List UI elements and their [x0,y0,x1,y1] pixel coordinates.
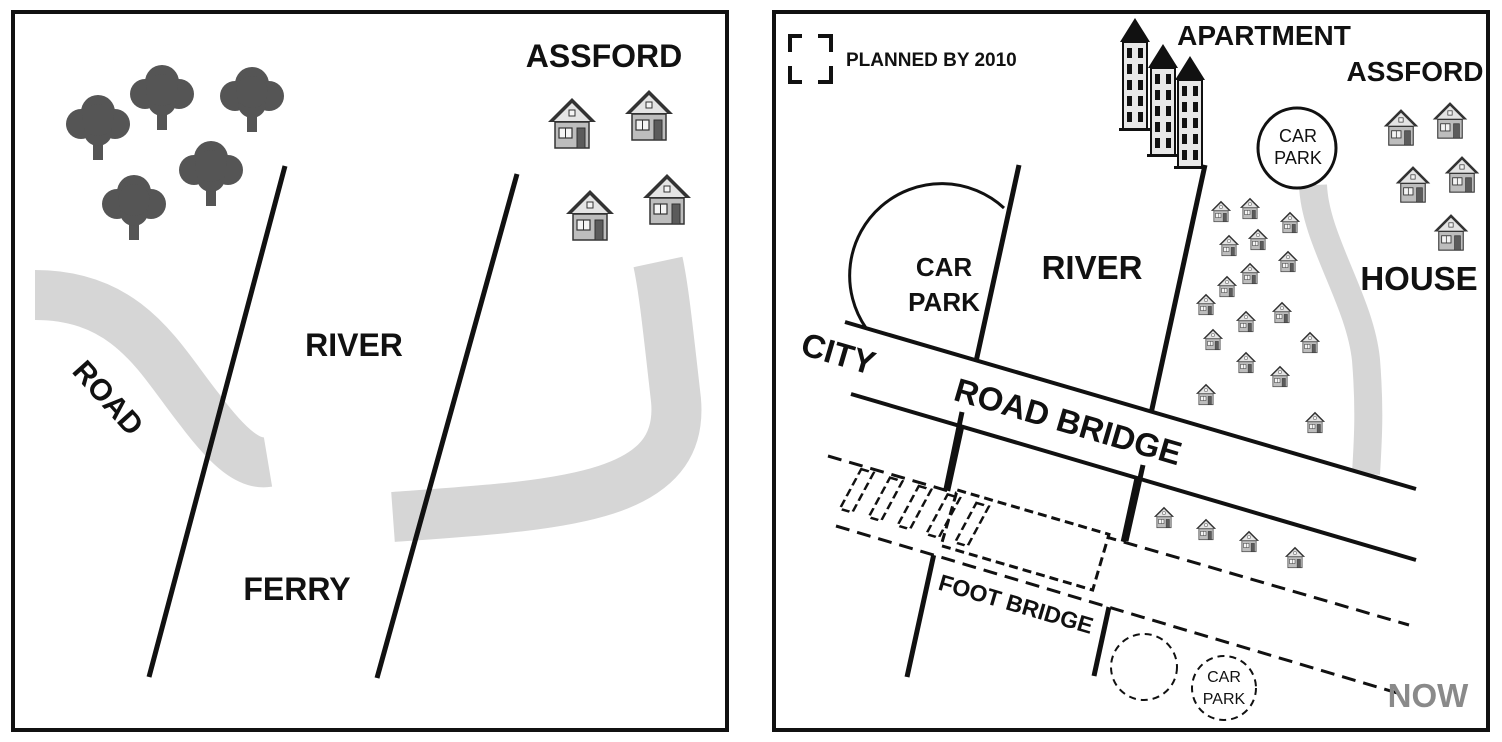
road-bridge-edge-south [850,392,1417,562]
left-map: ASSFORD RIVER ROAD FERRY [11,10,729,732]
svg-text:PARK: PARK [1274,148,1322,168]
car-park-south [1191,655,1257,721]
left-town-label: ASSFORD [526,38,682,74]
left-map-border [11,10,729,732]
svg-text:PARK: PARK [1203,691,1246,708]
car-park-north [1256,106,1338,190]
road-bridge-edge-north [844,320,1417,491]
planned-legend-icon [788,34,833,84]
svg-text:CAR: CAR [916,252,973,282]
left-ferry-label: FERRY [243,571,350,607]
river-bank-west [146,165,288,678]
car-park-north-label: CAR PARK [1274,126,1322,168]
house-label: HOUSE [1360,260,1477,297]
river-bank-west-mid [943,411,965,490]
svg-text:CAR: CAR [1207,669,1241,686]
foot-bridge-edge-north [827,454,1410,627]
right-town-label: ASSFORD [1347,56,1484,87]
foot-bridge-edge-south [835,524,1405,697]
planned-car-park-circle [1110,633,1178,701]
road-bridge-deck [845,322,1416,560]
left-river-label: RIVER [305,327,403,363]
right-map: PLANNED BY 2010 [772,10,1490,732]
svg-text:CAR: CAR [1279,126,1317,146]
road-left-east [391,256,702,542]
car-park-south-label: CAR PARK [1203,669,1246,708]
right-river-label: RIVER [1042,249,1143,286]
car-park-semicircle [848,182,1006,329]
car-park-west-label: CAR PARK [908,252,980,317]
road-right-east [1299,183,1383,475]
river-bank-east-mid [1123,464,1146,542]
svg-text:PARK: PARK [908,287,980,317]
foot-bridge-span [838,467,1111,592]
apartment-label: APARTMENT [1177,20,1351,51]
road-left-west [34,270,273,488]
planned-legend-label: PLANNED BY 2010 [846,50,1017,71]
river-bank-east [374,173,520,679]
now-label: NOW [1388,677,1470,714]
